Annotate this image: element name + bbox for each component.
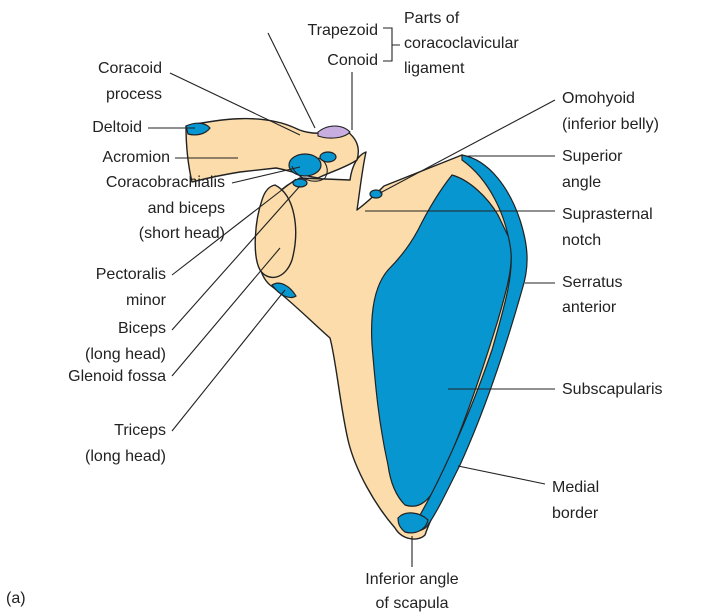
label-omohyoid-1: Omohyoid [562, 88, 635, 109]
label-triceps-1: Triceps [30, 420, 166, 441]
label-inferior-angle-2: of scapula [342, 593, 482, 614]
label-biceps-long-2: (long head) [30, 344, 166, 365]
label-conoid: Conoid [278, 50, 378, 71]
label-acromion: Acromion [30, 147, 170, 168]
figure-tag: (a) [6, 588, 26, 609]
label-glenoid-fossa: Glenoid fossa [10, 366, 166, 387]
label-coracoid-2: process [30, 84, 162, 105]
label-coracobrachialis-1: Coracobrachialis [10, 172, 225, 193]
label-subscapularis: Subscapularis [562, 379, 663, 400]
coracobrachialis-patch [289, 154, 321, 176]
label-coracoclavicular: coracoclavicular [404, 33, 519, 54]
label-superior-angle-2: angle [562, 172, 601, 193]
label-biceps-long-1: Biceps [30, 318, 166, 339]
label-pectoralis-2: minor [30, 290, 166, 311]
omohyoid-patch [370, 190, 382, 198]
label-ligament: ligament [404, 58, 464, 79]
label-deltoid: Deltoid [30, 117, 142, 138]
label-suprasternal-1: Suprasternal [562, 204, 653, 225]
label-coracobrachialis-2: and biceps [10, 198, 225, 219]
label-superior-angle-1: Superior [562, 146, 622, 167]
label-pectoralis-1: Pectoralis [30, 264, 166, 285]
label-triceps-2: (long head) [30, 446, 166, 467]
label-coracoid-1: Coracoid [30, 58, 162, 79]
label-medial-2: border [552, 503, 598, 524]
label-inferior-angle-1: Inferior angle [342, 569, 482, 590]
label-serratus-1: Serratus [562, 272, 622, 293]
label-serratus-2: anterior [562, 297, 616, 318]
label-omohyoid-2: (inferior belly) [562, 114, 659, 135]
label-suprasternal-2: notch [562, 230, 601, 251]
label-medial-1: Medial [552, 477, 599, 498]
label-trapezoid: Trapezoid [278, 20, 378, 41]
label-parts-of: Parts of [404, 8, 459, 29]
label-coracobrachialis-3: (short head) [10, 223, 225, 244]
